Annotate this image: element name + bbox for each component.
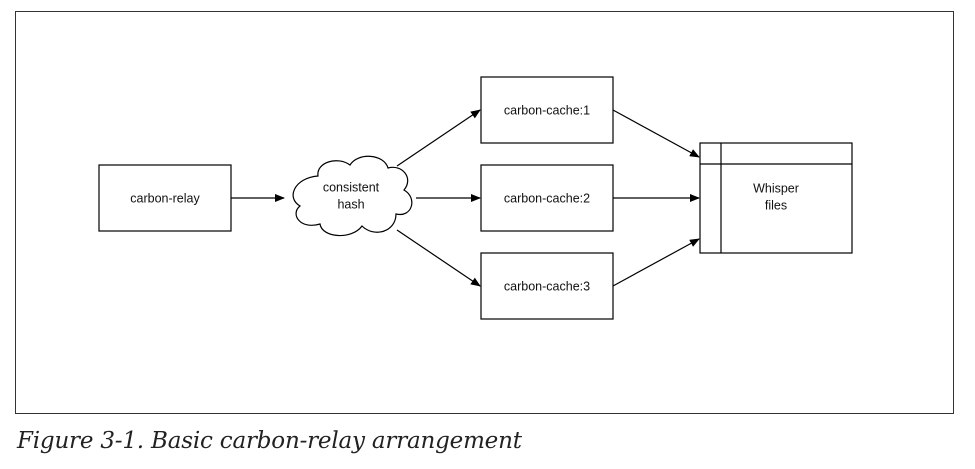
- carbon-relay-node: carbon-relay: [98, 164, 232, 232]
- figure-caption: Figure 3-1. Basic carbon-relay arrangeme…: [17, 428, 522, 454]
- carbon-cache-1-label: carbon-cache:1: [504, 103, 590, 117]
- whisper-files-node: Whisper files: [699, 142, 853, 254]
- arrow-cache3-to-whisper: [612, 238, 700, 287]
- arrow-cache1-to-whisper: [612, 109, 700, 158]
- carbon-relay-label: carbon-relay: [130, 191, 200, 205]
- whisper-files-label-line2: files: [765, 198, 787, 212]
- carbon-cache-3-label: carbon-cache:3: [504, 279, 590, 293]
- whisper-files-label-line1: Whisper: [753, 181, 799, 195]
- carbon-cache-2-label: carbon-cache:2: [504, 191, 590, 205]
- consistent-hash-cloud: consistent hash: [292, 155, 413, 237]
- carbon-cache-2-node: carbon-cache:2: [480, 164, 614, 232]
- arrow-hash-to-cache3: [396, 229, 481, 287]
- carbon-cache-1-node: carbon-cache:1: [480, 76, 614, 144]
- carbon-cache-3-node: carbon-cache:3: [480, 252, 614, 320]
- architecture-diagram: carbon-relay consistent hash carbon-cach…: [98, 76, 853, 320]
- consistent-hash-label-line1: consistent: [323, 180, 380, 194]
- arrow-hash-to-cache1: [396, 109, 481, 167]
- diagram-frame: [15, 11, 954, 414]
- consistent-hash-label-line2: hash: [337, 197, 364, 211]
